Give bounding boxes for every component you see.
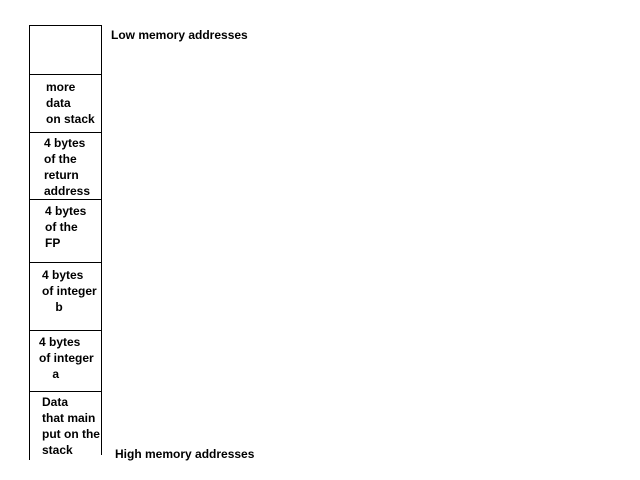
stack-cell-integer-b-text: 4 bytes of integer b	[42, 268, 97, 314]
high-memory-label: High memory addresses	[115, 447, 255, 461]
stack-cell-frame-pointer-text: 4 bytes of the FP	[45, 204, 87, 250]
stack-cell-integer-a: 4 bytes of integer a	[30, 331, 101, 392]
stack-cell-integer-b: 4 bytes of integer b	[30, 263, 101, 331]
low-memory-label: Low memory addresses	[111, 28, 248, 42]
stack-cell-frame-pointer: 4 bytes of the FP	[30, 200, 101, 263]
stack-cell-empty	[30, 26, 101, 75]
stack-cell-integer-a-text: 4 bytes of integer a	[39, 335, 94, 381]
stack-cell-main-data: Data that main put on the stack	[30, 392, 101, 457]
stack-diagram: more data on stack 4 bytes of the return…	[29, 25, 102, 457]
stack-bottom-tick	[29, 455, 30, 460]
stack-cell-return-address: 4 bytes of the return address	[30, 133, 101, 200]
stack-cell-more-data: more data on stack	[30, 75, 101, 133]
stack-cell-return-address-text: 4 bytes of the return address	[44, 136, 91, 198]
stack-cell-main-data-text: Data that main put on the stack	[42, 395, 100, 457]
stack-cell-more-data-text: more data on stack	[46, 80, 95, 126]
